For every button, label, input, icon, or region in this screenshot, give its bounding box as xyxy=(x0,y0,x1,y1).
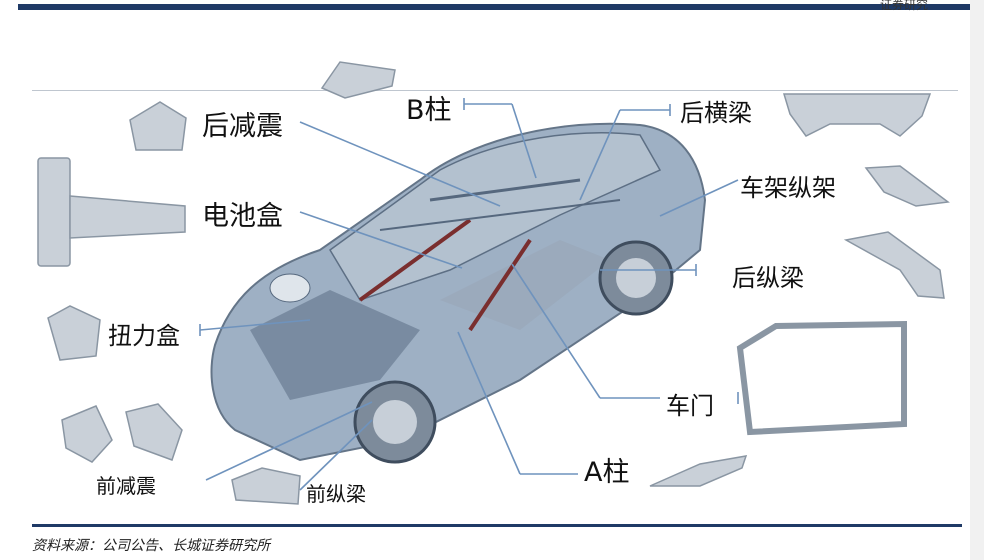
label-rear-shock: 后减震 xyxy=(202,111,283,142)
source-note: 资料来源：公司公告、长城证券研究所 xyxy=(32,538,270,554)
front-shock-part-1 xyxy=(61,405,113,463)
frame-long-beam-part xyxy=(864,165,950,207)
label-door: 车门 xyxy=(666,392,714,420)
header-bar xyxy=(18,4,970,10)
torsion-box-part xyxy=(47,305,101,361)
label-a-pillar: A柱 xyxy=(584,457,630,488)
header-rule xyxy=(32,90,958,91)
rear-long-beam-part xyxy=(843,231,945,299)
rear-cross-beam-part xyxy=(782,93,932,137)
footer-rule xyxy=(32,524,962,527)
top-bracket-part xyxy=(320,61,396,99)
label-battery-box: 电池盒 xyxy=(202,201,283,232)
part-thumbnails xyxy=(37,61,950,505)
label-front-long-beam: 前纵梁 xyxy=(306,482,366,506)
header-mark: 证券研究 xyxy=(880,0,929,12)
rear-shock-part xyxy=(129,101,187,151)
label-rear-cross-beam: 后横梁 xyxy=(680,99,752,127)
label-frame-long-beam: 车架纵架 xyxy=(740,174,836,202)
a-pillar-part xyxy=(649,455,748,487)
label-rear-long-beam: 后纵梁 xyxy=(732,264,804,292)
door-part xyxy=(736,320,907,436)
label-front-shock: 前减震 xyxy=(96,474,156,498)
leader-ticks xyxy=(199,98,739,404)
label-b-pillar: B柱 xyxy=(406,95,452,126)
leader-lines xyxy=(199,103,739,491)
label-torsion-box: 扭力盒 xyxy=(108,322,180,350)
battery-box-part xyxy=(37,157,71,267)
car-body xyxy=(210,122,707,464)
scrollbar[interactable] xyxy=(970,0,984,560)
front-shock-part-2 xyxy=(125,403,183,461)
front-long-beam-part xyxy=(231,467,301,505)
